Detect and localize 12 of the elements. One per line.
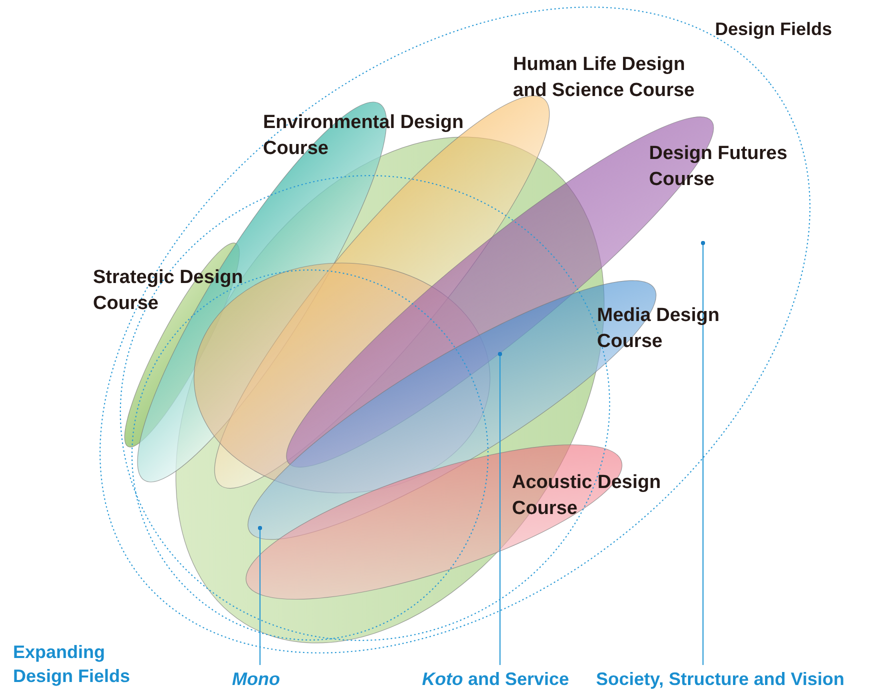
- course-name: Acoustic Design Course: [512, 470, 692, 522]
- diagram-heading: Design Fields: [715, 18, 834, 41]
- leader-line: [498, 352, 502, 665]
- field-name: Society, Structure and Vision: [596, 668, 868, 689]
- leader-line: [258, 526, 262, 665]
- leader-line: [700, 240, 706, 665]
- course-name: Design Futures Course: [649, 141, 819, 193]
- field-name: Koto and Service: [422, 668, 582, 689]
- area-label: Expanding Design Fields: [13, 641, 132, 688]
- course-name: Strategic Design Course: [93, 265, 273, 317]
- course-name: Human Life Design and Science Course: [513, 52, 723, 104]
- field-name: Mono: [232, 668, 292, 689]
